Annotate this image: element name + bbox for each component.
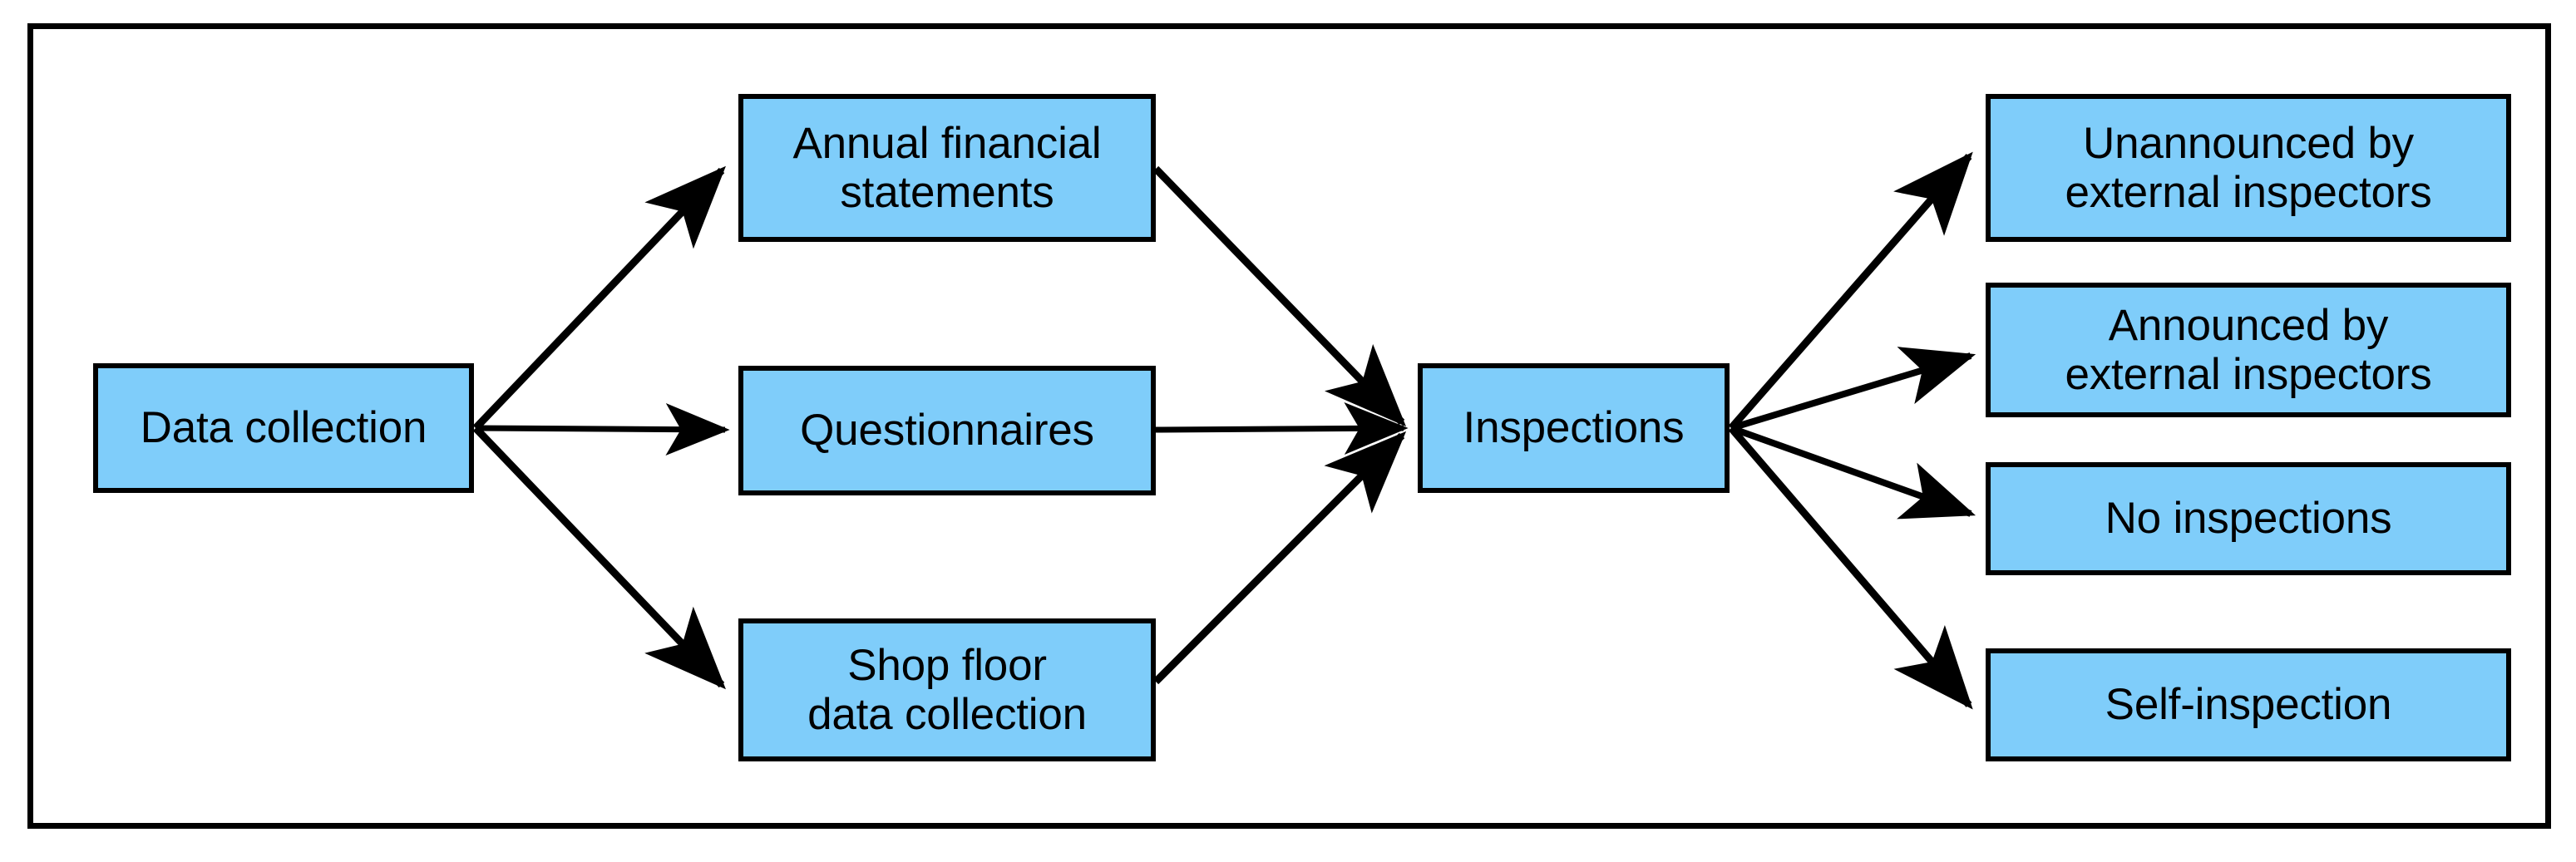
node-questionnaires[interactable]: Questionnaires: [738, 366, 1156, 495]
diagram-outer-frame: [27, 23, 2551, 829]
edge-inspections-to-selfinspection: [1728, 426, 1973, 710]
node-shop-floor-data-collection[interactable]: Shop floor data collection: [738, 618, 1156, 761]
node-no-inspections[interactable]: No inspections: [1986, 462, 2511, 575]
edge-datacollection-to-shopfloor: [472, 425, 726, 690]
edge-datacollection-to-questionnaires: [475, 403, 730, 456]
node-inspections[interactable]: Inspections: [1418, 363, 1730, 493]
edge-questionnaires-to-inspections: [1155, 401, 1409, 455]
edge-inspections-to-unannounced: [1728, 151, 1973, 431]
edge-shopfloor-to-inspections: [1152, 431, 1407, 685]
edge-inspections-to-noinspections: [1730, 425, 1976, 520]
edge-annual-to-inspections: [1152, 165, 1407, 427]
node-data-collection[interactable]: Data collection: [93, 363, 474, 493]
edge-inspections-to-announced: [1730, 347, 1976, 431]
node-unannounced-by-external-inspectors[interactable]: Unannounced by external inspectors: [1986, 94, 2511, 242]
edge-datacollection-to-annual: [472, 165, 726, 431]
node-self-inspection[interactable]: Self-inspection: [1986, 648, 2511, 761]
node-announced-by-external-inspectors[interactable]: Announced by external inspectors: [1986, 283, 2511, 417]
node-annual-financial-statements[interactable]: Annual financial statements: [738, 94, 1156, 242]
